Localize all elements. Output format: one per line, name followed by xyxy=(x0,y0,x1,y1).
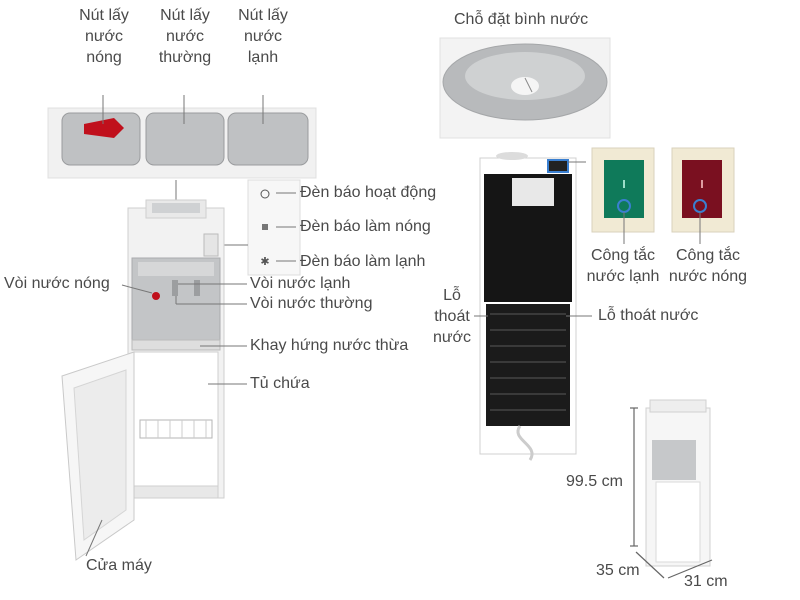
button-panel xyxy=(47,107,317,179)
bottle-seat xyxy=(439,37,611,139)
hot-button-label: Nút lấy nước nóng xyxy=(79,7,129,66)
door-label: Cửa máy xyxy=(86,557,152,574)
cold-button-label: Nút lấy nước lạnh xyxy=(238,7,288,66)
bottle-seat-label: Chỗ đặt bình nước xyxy=(454,11,589,28)
drain-left-label: Lỗ thoát nước xyxy=(432,287,472,346)
cabinet-label: Tủ chứa xyxy=(250,375,310,392)
snowflake-icon: ✱ xyxy=(260,255,269,268)
power-icon xyxy=(260,189,270,199)
heating-indicator-label: Đèn báo làm nóng xyxy=(300,218,431,235)
dimension-lines xyxy=(630,407,713,579)
cooling-indicator-label: Đèn báo làm lạnh xyxy=(300,253,426,270)
cold-switch-label: Công tắc nước lạnh xyxy=(586,247,660,285)
cold-switch-closeup xyxy=(591,147,655,233)
hot-switch-closeup xyxy=(671,147,735,233)
front-leader-lines xyxy=(85,283,247,557)
button-leader-lines xyxy=(102,95,264,200)
hot-switch-label: Công tắc nước nóng xyxy=(668,247,748,285)
dimension-figure xyxy=(645,399,711,567)
height-dimension-label: 99.5 cm xyxy=(566,473,623,490)
dispenser-back xyxy=(479,152,577,461)
heat-icon xyxy=(262,224,268,230)
switch-leader-lines xyxy=(623,212,701,244)
power-indicator-label: Đèn báo hoạt động xyxy=(300,184,437,201)
cold-tap-label: Vòi nước lạnh xyxy=(250,275,351,292)
depth-dimension-label: 35 cm xyxy=(596,562,640,579)
hot-tap-knob xyxy=(152,292,160,300)
back-leader-lines xyxy=(474,161,592,317)
normal-button-label: Nút lấy nước thường xyxy=(158,7,212,66)
normal-tap-label: Vòi nước thường xyxy=(250,295,373,312)
dispenser-front xyxy=(61,199,225,561)
hot-button-icon xyxy=(84,118,124,138)
drain-right-label: Lỗ thoát nước xyxy=(598,307,699,324)
width-dimension-label: 31 cm xyxy=(684,573,728,590)
indicator-leader-lines xyxy=(222,192,296,262)
drip-tray-label: Khay hứng nước thừa xyxy=(250,337,409,354)
hot-tap-label: Vòi nước nóng xyxy=(4,275,110,292)
